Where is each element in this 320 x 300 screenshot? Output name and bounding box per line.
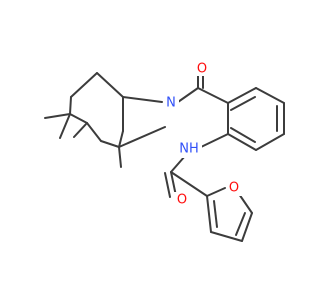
bond-lines [44, 72, 285, 242]
bond [206, 187, 226, 197]
bond [86, 122, 102, 142]
bond [69, 96, 72, 115]
bond [213, 200, 218, 228]
atom-label: O [229, 181, 239, 196]
bond [210, 231, 243, 242]
atom-N1: N [163, 95, 179, 111]
bond [170, 171, 208, 197]
atom-O3: O [226, 180, 242, 196]
bond [100, 140, 120, 148]
bond [255, 87, 285, 104]
bond [122, 96, 163, 103]
bond [70, 72, 98, 98]
bond [96, 72, 124, 98]
bond [69, 113, 88, 124]
bond [255, 133, 285, 151]
bond [73, 122, 88, 138]
atom-label: NH [179, 142, 199, 157]
bond [230, 127, 256, 143]
bond [197, 87, 229, 104]
bond [227, 133, 257, 151]
atom-O1: O [194, 60, 210, 77]
atom-label: O [197, 62, 207, 77]
bond [170, 155, 186, 173]
bond [118, 130, 124, 148]
bond [235, 212, 246, 236]
bond [44, 113, 71, 119]
atom-label: O [177, 193, 187, 208]
bond [241, 212, 253, 242]
molecule-diagram: O N NH O O [44, 60, 285, 242]
atom-O2: O [174, 192, 190, 208]
bond [227, 87, 257, 104]
bond [230, 96, 256, 111]
bond [200, 133, 229, 148]
bond [118, 146, 122, 168]
atom-N2: NH [176, 138, 202, 158]
bond [177, 87, 199, 103]
atom-label: N [166, 96, 176, 111]
bond [206, 195, 212, 233]
bond [238, 193, 253, 214]
atom-labels: O N NH O O [163, 60, 242, 208]
bond [164, 172, 171, 198]
bond [59, 113, 71, 139]
bond [118, 126, 166, 148]
